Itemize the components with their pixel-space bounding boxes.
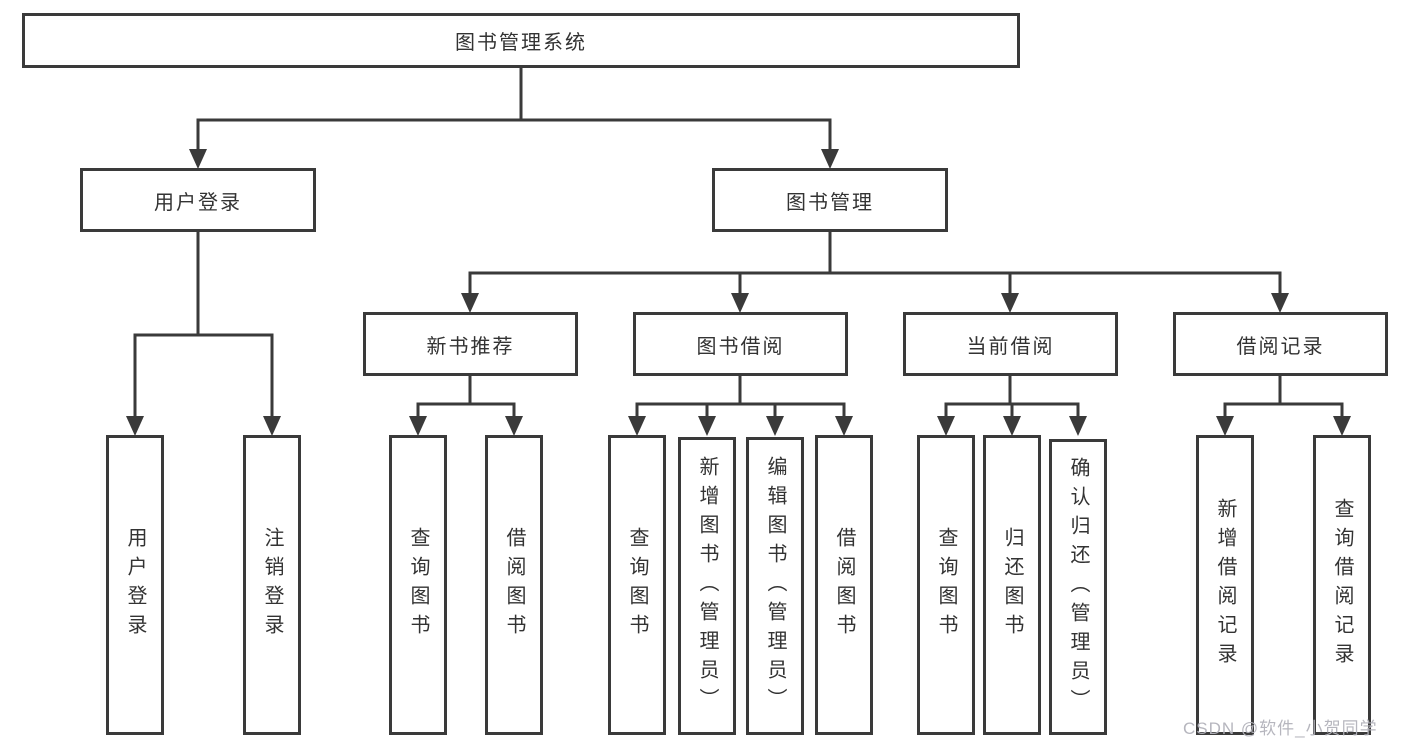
leaf-add-books-admin: 新增图书（管理员）	[678, 437, 736, 735]
node-new-book-recommend: 新书推荐	[363, 312, 578, 376]
node-borrow-records: 借阅记录	[1173, 312, 1388, 376]
leaf-borrow-books-recommend: 借阅图书	[485, 435, 543, 735]
leaf-return-books-label: 归还图书	[1001, 527, 1023, 643]
node-current-borrow-label: 当前借阅	[966, 335, 1055, 358]
leaf-borrow-books: 借阅图书	[815, 435, 873, 735]
node-root: 图书管理系统	[22, 13, 1020, 68]
leaf-borrow-books-recommend-label: 借阅图书	[503, 527, 525, 643]
node-user-login-label: 用户登录	[154, 191, 242, 214]
leaf-query-borrow-record: 查询借阅记录	[1313, 435, 1371, 735]
leaf-logout-label: 注销登录	[261, 527, 283, 643]
leaf-confirm-return-admin-label: 确认归还（管理员）	[1067, 456, 1089, 718]
leaf-query-borrow-record-label: 查询借阅记录	[1331, 498, 1353, 672]
leaf-confirm-return-admin: 确认归还（管理员）	[1049, 439, 1107, 735]
node-book-management: 图书管理	[712, 168, 948, 232]
arrowheads	[126, 149, 1351, 436]
node-user-login: 用户登录	[80, 168, 316, 232]
leaf-add-books-admin-label: 新增图书（管理员）	[696, 455, 718, 717]
node-new-book-recommend-label: 新书推荐	[426, 335, 515, 358]
leaf-borrow-books-label: 借阅图书	[833, 527, 855, 643]
leaf-query-books-current: 查询图书	[917, 435, 975, 735]
node-book-management-label: 图书管理	[786, 191, 874, 214]
csdn-watermark: CSDN @软件_小贺同学	[1183, 719, 1378, 738]
leaf-edit-books-admin: 编辑图书（管理员）	[746, 437, 804, 735]
leaf-query-books-borrow-label: 查询图书	[626, 527, 648, 643]
node-root-label: 图书管理系统	[455, 32, 587, 54]
leaf-query-books-current-label: 查询图书	[935, 527, 957, 643]
leaf-edit-books-admin-label: 编辑图书（管理员）	[764, 455, 786, 717]
leaf-return-books: 归还图书	[983, 435, 1041, 735]
node-book-borrow-label: 图书借阅	[696, 335, 785, 358]
leaf-logout: 注销登录	[243, 435, 301, 735]
leaf-query-books-recommend: 查询图书	[389, 435, 447, 735]
leaf-user-login-label: 用户登录	[124, 527, 146, 643]
node-book-borrow: 图书借阅	[633, 312, 848, 376]
leaf-user-login: 用户登录	[106, 435, 164, 735]
leaf-query-books-recommend-label: 查询图书	[407, 527, 429, 643]
node-current-borrow: 当前借阅	[903, 312, 1118, 376]
leaf-query-books-borrow: 查询图书	[608, 435, 666, 735]
node-borrow-records-label: 借阅记录	[1236, 335, 1325, 358]
leaf-add-borrow-record-label: 新增借阅记录	[1214, 498, 1236, 672]
leaf-add-borrow-record: 新增借阅记录	[1196, 435, 1254, 735]
